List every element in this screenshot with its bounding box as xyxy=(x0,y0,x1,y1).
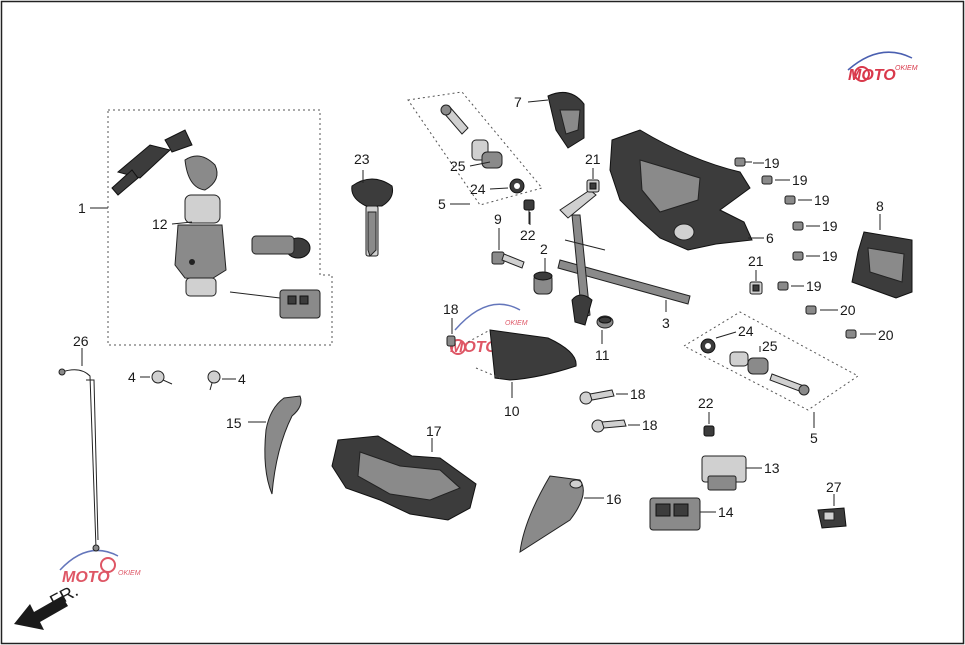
part-4-screw-2 xyxy=(207,370,221,391)
label-25-lower: 25 xyxy=(762,338,778,354)
label-18-small: 18 xyxy=(443,301,459,317)
part-23-key xyxy=(351,178,393,257)
group-box-5-lower xyxy=(682,311,859,411)
part-6-handlebar-cover xyxy=(609,129,753,251)
part-24-nut-lower xyxy=(700,338,716,354)
label-7: 7 xyxy=(514,94,522,110)
part-20-screw-1 xyxy=(805,305,817,315)
part-11-collar xyxy=(596,315,614,329)
label-19-4: 19 xyxy=(822,218,838,234)
watermark-top: MOTO OKIEM xyxy=(847,51,918,84)
group-box-1 xyxy=(107,109,333,346)
part-3-handlebar xyxy=(557,189,691,326)
label-21-upper: 21 xyxy=(585,151,601,167)
label-25-upper: 25 xyxy=(450,158,466,174)
part-7-upper-cover xyxy=(547,91,585,149)
part-19-screw-6 xyxy=(777,281,789,291)
label-18-2: 18 xyxy=(642,417,658,433)
part-22-bolt-lower xyxy=(703,425,715,437)
part-2-bushing xyxy=(533,271,553,295)
arrow-icon xyxy=(14,596,68,630)
label-20-2: 20 xyxy=(878,327,894,343)
watermark-sub: OKIEM xyxy=(505,320,528,327)
part-18-screw-small xyxy=(446,335,456,347)
label-20-1: 20 xyxy=(840,302,856,318)
label-9: 9 xyxy=(494,211,502,227)
part-19-screw-1 xyxy=(734,157,752,167)
label-12: 12 xyxy=(152,216,168,232)
part-14-connector xyxy=(649,497,701,531)
part-25-bushing-lower xyxy=(729,351,769,375)
label-19-5: 19 xyxy=(822,248,838,264)
part-bolt-lower xyxy=(769,373,810,396)
part-20-screw-2 xyxy=(845,329,857,339)
label-6: 6 xyxy=(766,230,774,246)
part-27-clip xyxy=(817,507,847,529)
label-19-1: 19 xyxy=(764,155,780,171)
label-5-upper: 5 xyxy=(438,196,446,212)
part-bolt-long xyxy=(440,104,469,135)
group-box-5-upper xyxy=(407,91,543,206)
label-24-lower: 24 xyxy=(738,323,754,339)
part-12-ignition-switch xyxy=(111,129,227,297)
part-19-screw-2 xyxy=(761,175,773,185)
part-22-bolt-upper xyxy=(523,199,535,224)
part-19-screw-3 xyxy=(784,195,796,205)
label-22-lower: 22 xyxy=(698,395,714,411)
part-10-front-cover xyxy=(467,329,577,381)
part-18-bolt-1 xyxy=(579,389,615,405)
watermark-center: MOTO OKIEM xyxy=(450,303,528,356)
label-8: 8 xyxy=(876,198,884,214)
label-13: 13 xyxy=(764,460,780,476)
label-1: 1 xyxy=(78,200,86,216)
label-19-6: 19 xyxy=(806,278,822,294)
label-27: 27 xyxy=(826,479,842,495)
part-9-bolt xyxy=(491,251,525,269)
part-21-clip-upper xyxy=(586,179,600,193)
part-17-front-panel xyxy=(331,435,477,521)
label-16: 16 xyxy=(606,491,622,507)
label-10: 10 xyxy=(504,403,520,419)
label-21-lower: 21 xyxy=(748,253,764,269)
label-19-3: 19 xyxy=(814,192,830,208)
label-18-1: 18 xyxy=(630,386,646,402)
watermark-sub: OKIEM xyxy=(895,65,918,72)
part-seat-lock xyxy=(229,235,321,319)
part-19-screw-4 xyxy=(792,221,804,231)
part-21-clip-lower xyxy=(749,281,763,295)
label-14: 14 xyxy=(718,504,734,520)
label-2: 2 xyxy=(540,241,548,257)
part-19-screw-5 xyxy=(792,251,804,261)
label-22-upper: 22 xyxy=(520,227,536,243)
watermark-brand: MOTO xyxy=(450,339,498,356)
part-4-screw-1 xyxy=(151,370,173,385)
watermark-brand: MOTO xyxy=(848,67,896,84)
label-4-1: 4 xyxy=(128,369,136,385)
label-5-lower: 5 xyxy=(810,430,818,446)
part-13-connector xyxy=(701,455,747,491)
part-24-nut-upper xyxy=(509,178,525,194)
label-11: 11 xyxy=(595,347,610,363)
label-26: 26 xyxy=(73,333,89,349)
label-4-2: 4 xyxy=(238,371,246,387)
part-15-inner-cover xyxy=(264,395,302,495)
front-direction-indicator: FR. xyxy=(14,580,81,630)
watermark-sub: OKIEM xyxy=(118,570,141,577)
label-19-2: 19 xyxy=(792,172,808,188)
part-26-cable xyxy=(58,368,100,552)
part-8-bracket xyxy=(851,231,913,299)
label-17: 17 xyxy=(426,423,442,439)
label-15: 15 xyxy=(226,415,242,431)
part-16-side-cover xyxy=(519,475,584,553)
part-18-bolt-2 xyxy=(591,419,627,433)
watermark-bottom: MOTO OKIEM xyxy=(59,549,141,586)
label-24-upper: 24 xyxy=(470,181,486,197)
part-25-bushing-upper xyxy=(471,139,503,169)
label-3: 3 xyxy=(662,315,670,331)
watermark-brand: MOTO xyxy=(62,569,110,586)
label-23: 23 xyxy=(354,151,370,167)
